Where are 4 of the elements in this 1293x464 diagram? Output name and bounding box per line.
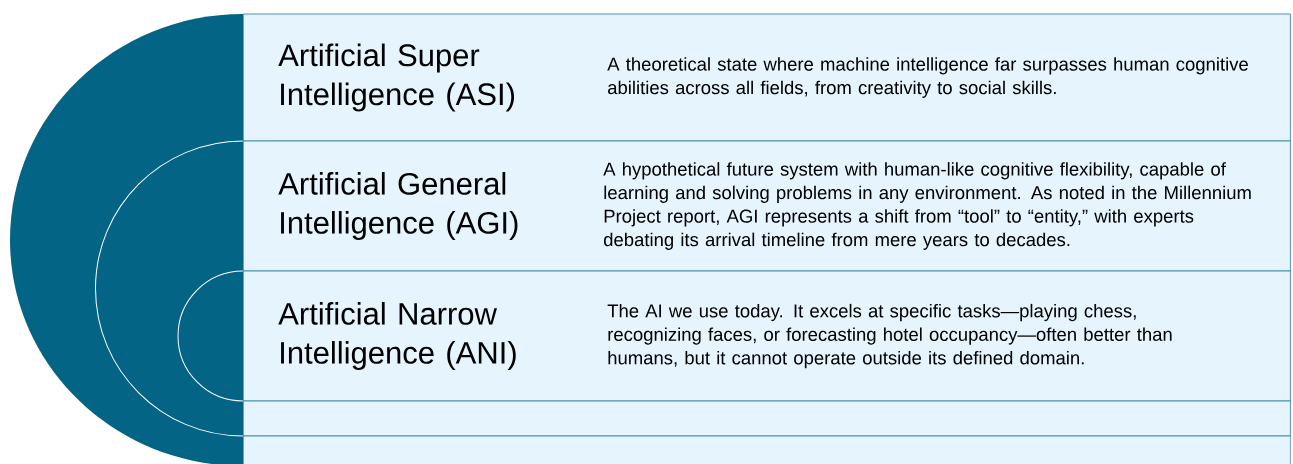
empty-band (243, 400, 1291, 437)
level-row: Artificial Super Intelligence (ASI) A theoretical state where machine intelligence far surpasses human cognitive abilities across all fields, from creativity to social skills. (243, 13, 1291, 142)
level-row: Artificial General Intelligence (AGI) A hypothetical future system with human-like cognitive flexibility, capable of learning and solving problems in any environment. As noted in the Millennium Project report, AGI represents a shift from “tool” to “entity,” with experts debating its arrival timeline from mere years to decades. (243, 140, 1291, 272)
empty-band (243, 435, 1291, 464)
